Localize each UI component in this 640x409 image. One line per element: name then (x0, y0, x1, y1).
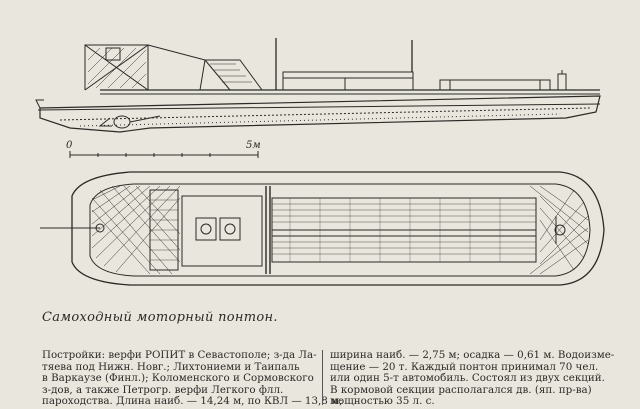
description-line: или один 5-т автомобиль. Состоял из двух… (330, 372, 605, 385)
description-line: з-дов, а также Петрогр. верфи Легкого фл… (42, 383, 284, 396)
description-line: щение — 20 т. Каждый понтон принимал 70 … (330, 360, 599, 373)
description-left-column: Постройки: верфи РОПИТ в Севастополе; з-… (42, 349, 343, 408)
description-line: ширина наиб. — 2,75 м; осадка — 0,61 м. … (330, 349, 615, 361)
figure-caption: Самоходный моторный понтон. (42, 310, 278, 325)
description-line: в Варкаузе (Финл.); Коломенского и Сормо… (42, 372, 314, 385)
description-line: В кормовой секции располагался дв. (яп. … (330, 383, 592, 396)
scale-bar (69, 151, 259, 158)
scale-five-label: 5м (246, 140, 261, 151)
side-elevation (35, 38, 601, 133)
scale-zero-label: 0 (66, 140, 73, 151)
plan-view (40, 171, 605, 286)
description-line: мощностью 35 л. с. (330, 395, 435, 408)
pontoon-drawing: 0 5м (35, 38, 605, 286)
column-divider (322, 350, 323, 405)
description-line: пароходства. Длина наиб. — 14,24 м, по К… (42, 395, 343, 408)
description-line: Постройки: верфи РОПИТ в Севастополе; з-… (42, 349, 317, 361)
description-line: тяева под Нижн. Новг.; Лихтониеми и Таип… (42, 360, 300, 373)
description-right-column: ширина наиб. — 2,75 м; осадка — 0,61 м. … (330, 349, 615, 408)
